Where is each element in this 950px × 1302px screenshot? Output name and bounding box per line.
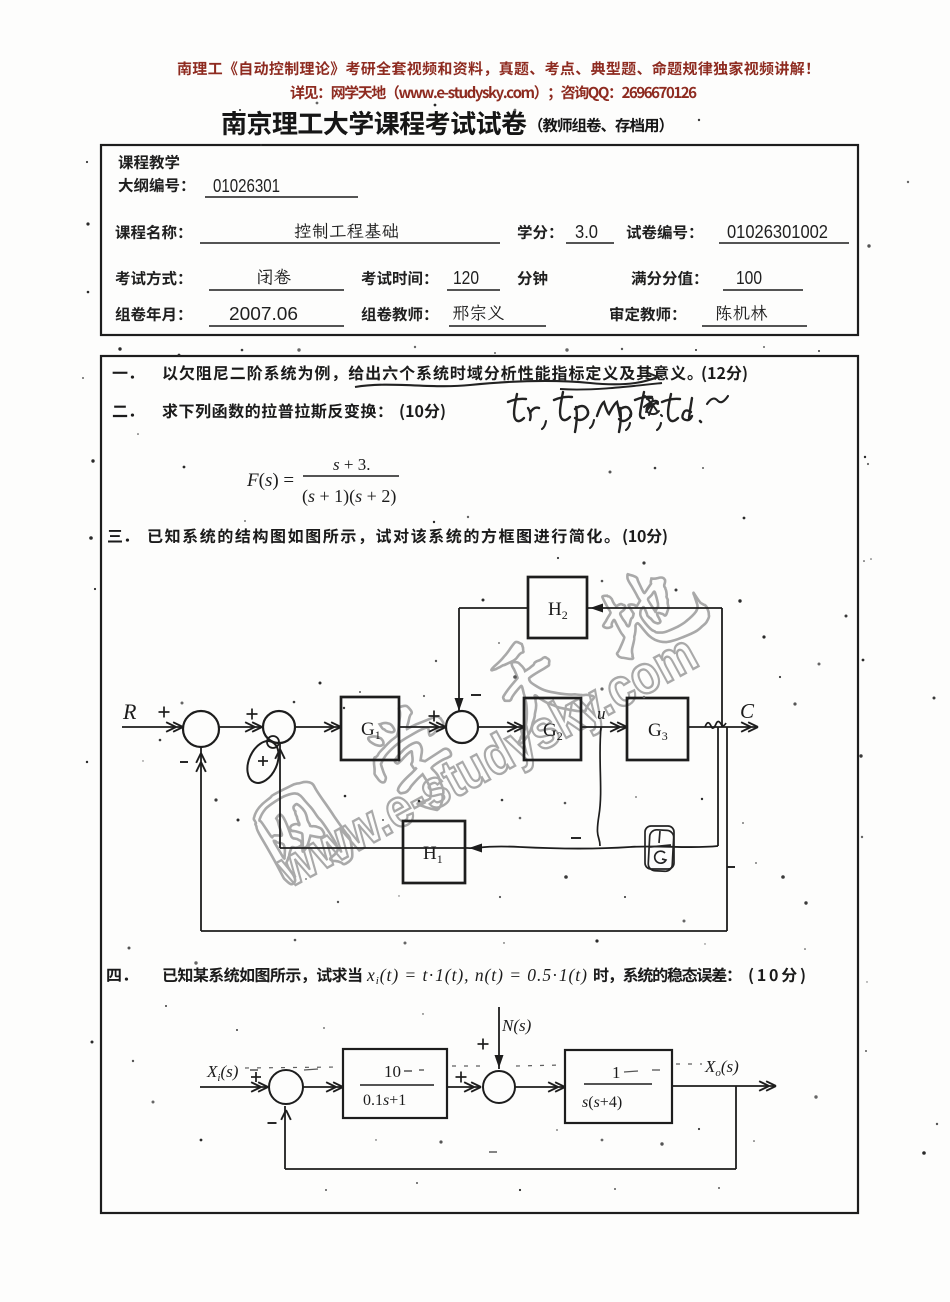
svg-text:C: C bbox=[740, 699, 755, 723]
svg-text:F(s) =: F(s) = bbox=[246, 470, 294, 491]
svg-text:100: 100 bbox=[736, 267, 762, 288]
svg-text:s + 3.: s + 3. bbox=[333, 455, 370, 474]
svg-text:Xi(s): Xi(s) bbox=[206, 1062, 239, 1084]
svg-text:xi(t) = t·1(t), n(t) = 0.5·1(t: xi(t) = t·1(t), n(t) = 0.5·1(t) bbox=[366, 965, 588, 987]
svg-text:120: 120 bbox=[453, 267, 479, 288]
svg-text:N(s): N(s) bbox=[501, 1016, 532, 1035]
svg-text:10: 10 bbox=[384, 1062, 401, 1081]
svg-text:01026301: 01026301 bbox=[213, 175, 280, 196]
svg-text:01026301002: 01026301002 bbox=[727, 221, 828, 242]
svg-text:2007.06: 2007.06 bbox=[229, 303, 298, 324]
svg-text:Xo(s): Xo(s) bbox=[704, 1057, 739, 1079]
svg-text:(s + 1)(s + 2): (s + 1)(s + 2) bbox=[302, 486, 396, 507]
svg-text:s(s+4): s(s+4) bbox=[582, 1094, 622, 1111]
svg-text:3.0: 3.0 bbox=[575, 222, 598, 242]
svg-text:0.1s+1: 0.1s+1 bbox=[363, 1092, 406, 1109]
svg-text:R: R bbox=[122, 699, 137, 724]
svg-text:u: u bbox=[597, 704, 606, 723]
svg-text:1: 1 bbox=[612, 1063, 621, 1082]
